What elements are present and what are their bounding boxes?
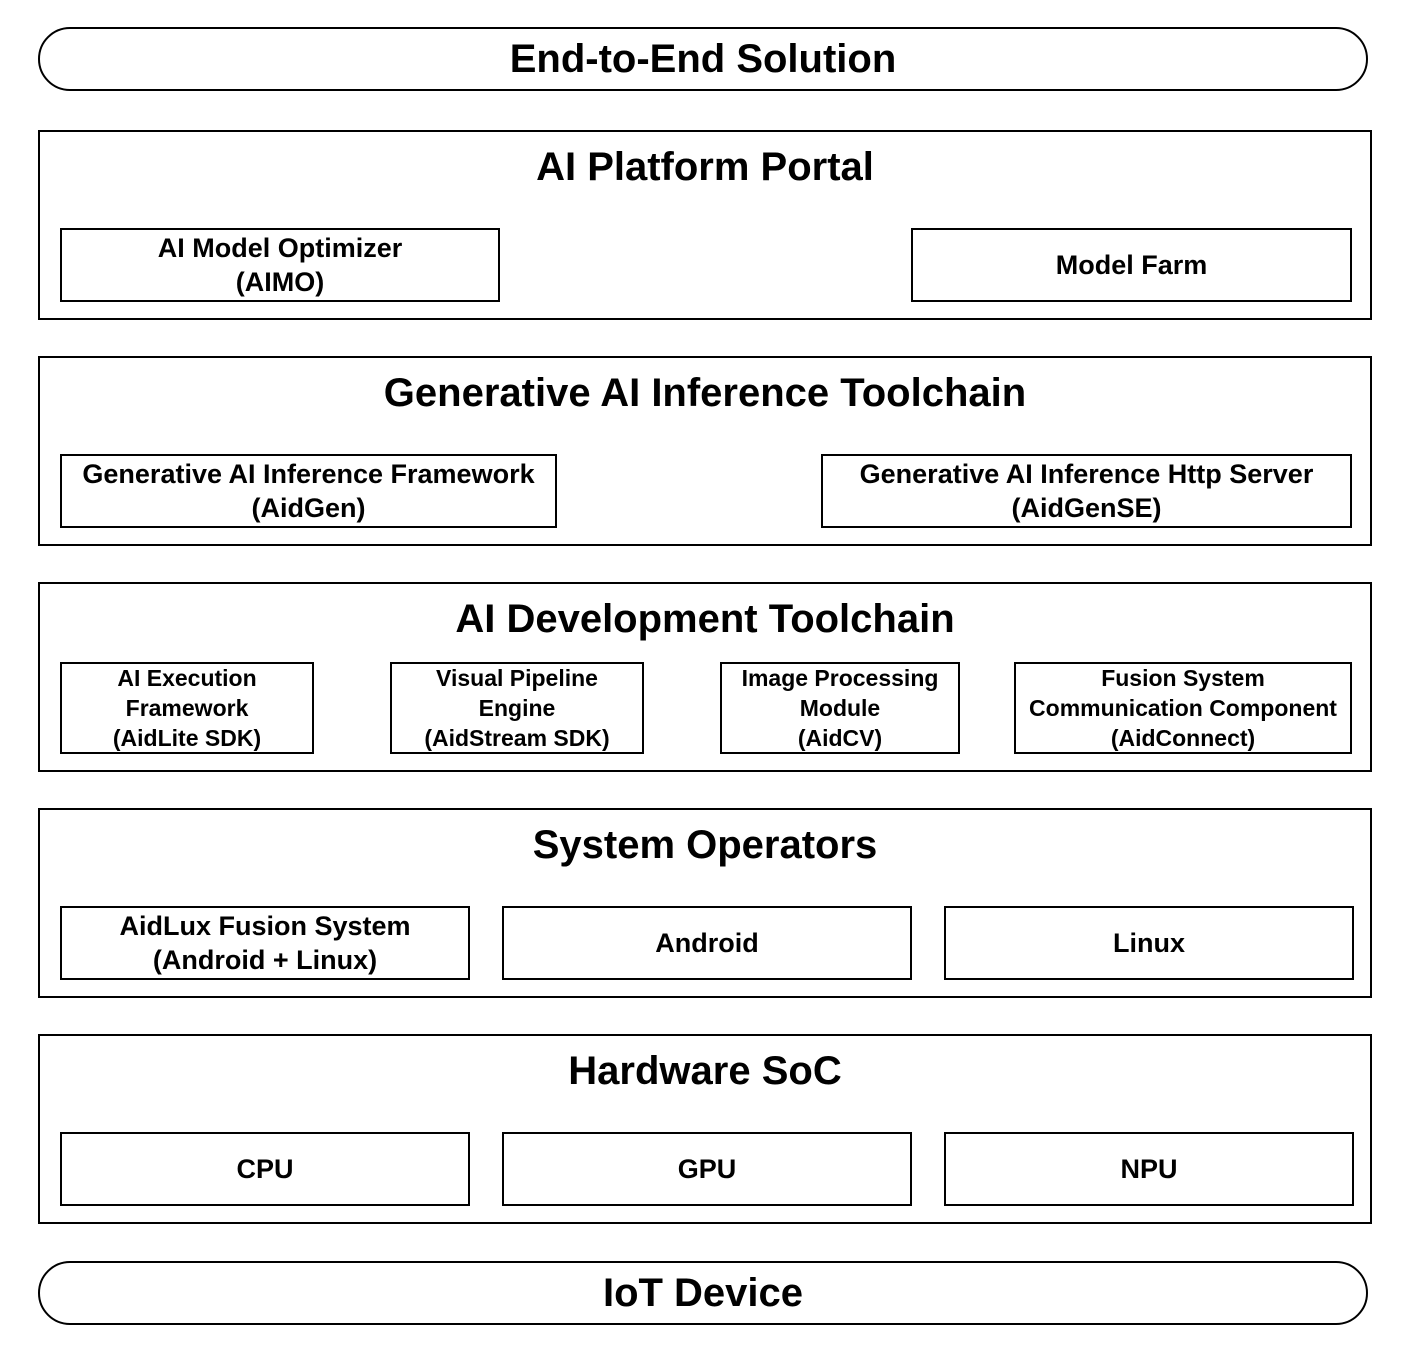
- aidconnect-label: Fusion System Communication Component (A…: [1029, 665, 1337, 751]
- aidgen-box: Generative AI Inference Framework (AidGe…: [60, 454, 557, 528]
- linux-label: Linux: [1113, 928, 1185, 958]
- aidlux-fusion-system-box: AidLux Fusion System (Android + Linux): [60, 906, 470, 980]
- generative-ai-toolchain-title-text: Generative AI Inference Toolchain: [383, 371, 1027, 415]
- aidgense-label: Generative AI Inference Http Server (Aid…: [859, 459, 1314, 523]
- aidgense-box: Generative AI Inference Http Server (Aid…: [821, 454, 1352, 528]
- hardware-soc-title-text: Hardware SoC: [568, 1049, 842, 1093]
- aidcv-box: Image Processing Module (AidCV): [720, 662, 960, 754]
- aidgen-label: Generative AI Inference Framework (AidGe…: [82, 459, 535, 523]
- ai-platform-portal-title-text: AI Platform Portal: [536, 145, 874, 189]
- generative-ai-toolchain-layer: Generative AI Inference Toolchain Genera…: [38, 356, 1372, 546]
- system-operators-title: System Operators: [40, 822, 1370, 868]
- aidlite-sdk-label: AI Execution Framework (AidLite SDK): [112, 665, 262, 751]
- hardware-soc-layer: Hardware SoC CPU GPU NPU: [38, 1034, 1372, 1224]
- ai-development-toolchain-title-text: AI Development Toolchain: [455, 597, 955, 641]
- aidstream-sdk-label: Visual Pipeline Engine (AidStream SDK): [424, 665, 610, 751]
- model-farm-label: Model Farm: [1055, 250, 1208, 280]
- ai-platform-portal-title: AI Platform Portal: [40, 144, 1370, 190]
- android-label: Android: [655, 928, 759, 958]
- model-farm-box: Model Farm: [911, 228, 1352, 302]
- aidlux-fusion-system-label: AidLux Fusion System (Android + Linux): [119, 911, 411, 975]
- end-to-end-solution-label: End-to-End Solution: [509, 36, 897, 81]
- iot-device-banner: IoT Device: [38, 1261, 1368, 1325]
- ai-platform-portal-layer: AI Platform Portal AI Model Optimizer (A…: [38, 130, 1372, 320]
- iot-device-label: IoT Device: [602, 1270, 804, 1315]
- aidstream-sdk-box: Visual Pipeline Engine (AidStream SDK): [390, 662, 644, 754]
- android-box: Android: [502, 906, 912, 980]
- ai-model-optimizer-label: AI Model Optimizer (AIMO): [157, 233, 403, 297]
- linux-box: Linux: [944, 906, 1354, 980]
- aidlite-sdk-box: AI Execution Framework (AidLite SDK): [60, 662, 314, 754]
- generative-ai-toolchain-title: Generative AI Inference Toolchain: [40, 370, 1370, 416]
- system-operators-title-text: System Operators: [532, 823, 878, 867]
- gpu-box: GPU: [502, 1132, 912, 1206]
- aidcv-label: Image Processing Module (AidCV): [741, 665, 939, 751]
- gpu-label: GPU: [677, 1154, 737, 1184]
- aidconnect-box: Fusion System Communication Component (A…: [1014, 662, 1352, 754]
- hardware-soc-title: Hardware SoC: [40, 1048, 1370, 1094]
- ai-development-toolchain-layer: AI Development Toolchain AI Execution Fr…: [38, 582, 1372, 772]
- ai-development-toolchain-title: AI Development Toolchain: [40, 596, 1370, 642]
- npu-box: NPU: [944, 1132, 1354, 1206]
- npu-label: NPU: [1120, 1154, 1178, 1184]
- ai-model-optimizer-box: AI Model Optimizer (AIMO): [60, 228, 500, 302]
- system-operators-layer: System Operators AidLux Fusion System (A…: [38, 808, 1372, 998]
- end-to-end-solution-banner: End-to-End Solution: [38, 27, 1368, 91]
- cpu-label: CPU: [236, 1154, 294, 1184]
- cpu-box: CPU: [60, 1132, 470, 1206]
